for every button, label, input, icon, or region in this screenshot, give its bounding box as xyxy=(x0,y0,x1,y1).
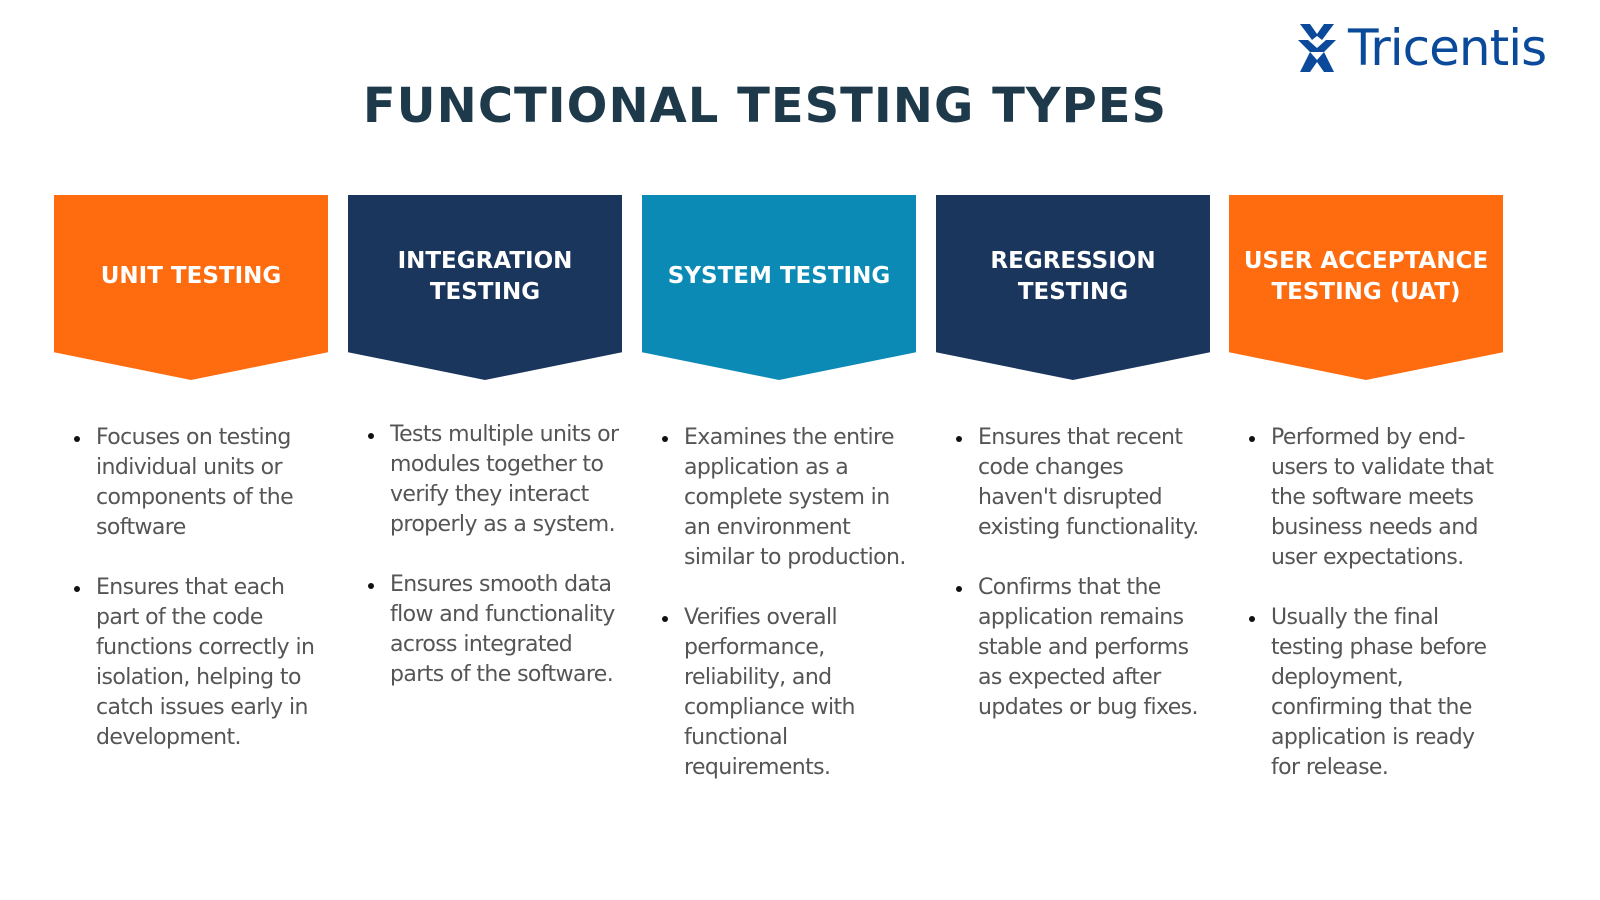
bullet-text: Performed by end-users to validate that … xyxy=(1271,425,1494,570)
banner-regression-testing: REGRESSION TESTING xyxy=(936,195,1210,380)
bullet-text: Ensures that recent code changes haven't… xyxy=(978,425,1199,540)
column-user-acceptance-testing: USER ACCEPTANCE TESTING (UAT) Performed … xyxy=(1229,195,1503,813)
banner-label: INTEGRATION TESTING xyxy=(397,247,573,305)
bullet-text: Confirms that the application remains st… xyxy=(978,575,1199,720)
column-unit-testing: UNIT TESTING Focuses on testing individu… xyxy=(54,195,328,783)
list-item: Ensures that recent code changes haven't… xyxy=(936,423,1210,543)
banner-label: REGRESSION TESTING xyxy=(990,247,1156,305)
bullet-dot-icon xyxy=(74,436,80,442)
bullet-text: Usually the final testing phase before d… xyxy=(1271,605,1487,780)
bullet-dot-icon xyxy=(956,436,962,442)
bullet-list: Ensures that recent code changes haven't… xyxy=(936,423,1210,723)
bullet-dot-icon xyxy=(1249,436,1255,442)
bullet-text: Ensures smooth data flow and functionali… xyxy=(390,572,615,687)
list-item: Tests multiple units or modules together… xyxy=(348,420,622,540)
tricentis-logo: Tricentis xyxy=(1296,19,1547,77)
bullet-dot-icon xyxy=(1249,616,1255,622)
list-item: Performed by end-users to validate that … xyxy=(1229,423,1503,573)
bullet-list: Focuses on testing individual units or c… xyxy=(54,423,328,753)
column-regression-testing: REGRESSION TESTING Ensures that recent c… xyxy=(936,195,1210,753)
bullet-text: Ensures that each part of the code funct… xyxy=(96,575,315,750)
column-integration-testing: INTEGRATION TESTING Tests multiple units… xyxy=(348,195,622,720)
list-item: Focuses on testing individual units or c… xyxy=(54,423,328,543)
bullet-text: Examines the entire application as a com… xyxy=(684,425,906,570)
bullet-list: Examines the entire application as a com… xyxy=(642,423,916,783)
bullet-text: Focuses on testing individual units or c… xyxy=(96,425,294,540)
tricentis-x-icon xyxy=(1298,24,1336,72)
list-item: Confirms that the application remains st… xyxy=(936,573,1210,723)
bullet-dot-icon xyxy=(956,586,962,592)
list-item: Usually the final testing phase before d… xyxy=(1229,603,1503,783)
bullet-list: Tests multiple units or modules together… xyxy=(348,420,622,690)
list-item: Ensures that each part of the code funct… xyxy=(54,573,328,753)
banner-integration-testing: INTEGRATION TESTING xyxy=(348,195,622,380)
list-item: Examines the entire application as a com… xyxy=(642,423,916,573)
banner-system-testing: SYSTEM TESTING xyxy=(642,195,916,380)
page-title: FUNCTIONAL TESTING TYPES xyxy=(362,78,1168,134)
bullet-text: Verifies overall performance, reliabilit… xyxy=(684,605,856,780)
bullet-dot-icon xyxy=(368,433,374,439)
bullet-dot-icon xyxy=(662,436,668,442)
logo-text: Tricentis xyxy=(1348,19,1547,77)
bullet-dot-icon xyxy=(74,586,80,592)
bullet-text: Tests multiple units or modules together… xyxy=(390,422,619,537)
banner-label: SYSTEM TESTING xyxy=(667,263,891,289)
banner-label: UNIT TESTING xyxy=(100,263,282,289)
bullet-dot-icon xyxy=(662,616,668,622)
list-item: Ensures smooth data flow and functionali… xyxy=(348,570,622,690)
banner-unit-testing: UNIT TESTING xyxy=(54,195,328,380)
bullet-dot-icon xyxy=(368,583,374,589)
banner-label: USER ACCEPTANCE TESTING (UAT) xyxy=(1243,247,1489,305)
banner-user-acceptance-testing: USER ACCEPTANCE TESTING (UAT) xyxy=(1229,195,1503,380)
column-system-testing: SYSTEM TESTING Examines the entire appli… xyxy=(642,195,916,813)
list-item: Verifies overall performance, reliabilit… xyxy=(642,603,916,783)
bullet-list: Performed by end-users to validate that … xyxy=(1229,423,1503,783)
